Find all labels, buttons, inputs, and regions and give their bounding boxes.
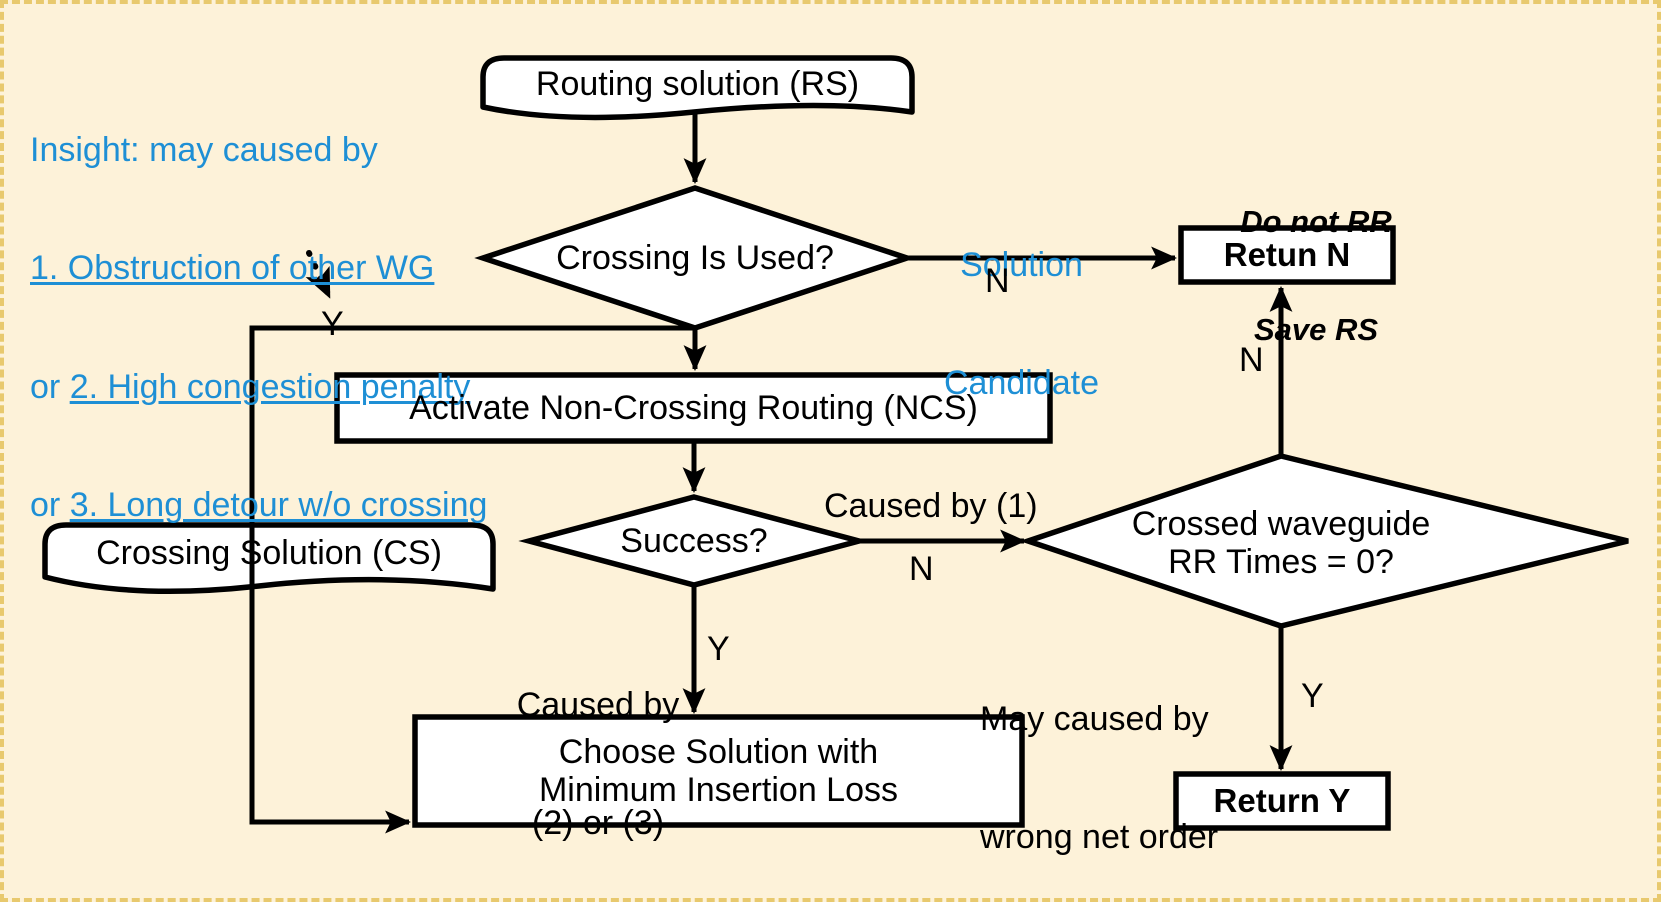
insight-line-4: or 3. Long detour w/o crossing [30, 486, 487, 525]
insight-line-1: Insight: may caused by [30, 130, 378, 169]
caused-by-23-annotation: Caused by (2) or (3) [509, 607, 687, 898]
do-not-rr-annotation: Do not RR Save RS [1226, 132, 1406, 420]
caused-by-23-line-1: Caused by [516, 685, 680, 724]
insight-line-4-prefix: or [30, 485, 70, 524]
node-routing-solution[interactable] [480, 55, 915, 121]
insight-line-3-item: 2. High congestion penalty [69, 367, 471, 406]
node-success[interactable] [518, 494, 870, 588]
node-crossing-is-used[interactable] [474, 185, 916, 331]
insight-annotation: Insight: may caused by 1. Obstruction of… [30, 52, 487, 604]
edge-label-success-n: N [909, 550, 934, 588]
may-caused-by-line-1: May caused by [980, 699, 1209, 738]
insight-line-2: 1. Obstruction of other WG [30, 249, 435, 288]
flowchart-graphics [42, 55, 1629, 834]
edge-label-crossed-y: Y [1301, 677, 1324, 715]
solution-candidate-line-2: Candidate [944, 364, 1100, 403]
node-retun-n[interactable] [1178, 225, 1396, 285]
node-choose-solution[interactable] [412, 714, 1025, 828]
edge-insight-pointer [305, 250, 332, 299]
do-not-rr-line-2: Save RS [1253, 311, 1379, 347]
insight-line-4-item: 3. Long detour w/o crossing [69, 485, 488, 524]
node-crossed-waveguide[interactable] [1019, 453, 1629, 629]
edge-label-crossing-n: N [985, 262, 1010, 300]
node-crossing-solution[interactable] [42, 522, 496, 595]
may-caused-by-annotation: May caused by wrong net order &RR Crosse… [980, 621, 1256, 898]
insight-line-3-prefix: or [30, 367, 70, 406]
caused-by-1-annotation: Caused by (1) [824, 487, 1038, 525]
node-return-y[interactable] [1173, 771, 1391, 831]
may-caused-by-line-2: wrong net order [980, 818, 1219, 857]
edge-label-crossing-y: Y [321, 305, 344, 343]
do-not-rr-line-1: Do not RR [1240, 203, 1392, 239]
edge-label-success-y: Y [707, 630, 730, 668]
solution-candidate-line-1: Solution [960, 245, 1083, 284]
edge-crossing-y-left [249, 325, 695, 834]
insight-line-3: or 2. High congestion penalty [30, 368, 487, 407]
edge-label-crossed-n: N [1239, 341, 1264, 379]
solution-candidate-annotation: Solution Candidate [944, 167, 1099, 483]
caused-by-23-line-2: (2) or (3) [531, 804, 665, 843]
